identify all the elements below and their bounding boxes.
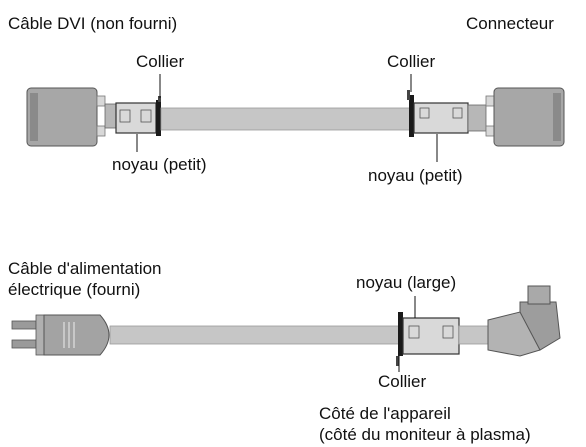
clamp-right-label: Collier — [387, 52, 436, 71]
clamp-left — [156, 96, 161, 136]
core-right-label: noyau (petit) — [368, 166, 463, 185]
core-small-right — [413, 102, 469, 134]
power-cable-label-line1: Câble d'alimentation — [8, 259, 162, 278]
clamp-power — [396, 312, 403, 366]
clamp-right — [407, 90, 414, 137]
appliance-connector — [487, 285, 561, 357]
dvi-connector-right — [467, 87, 565, 147]
power-cable — [11, 285, 561, 372]
core-small-left — [115, 102, 157, 134]
core-large — [402, 317, 460, 355]
device-side-label-line1: Côté de l'appareil — [319, 404, 451, 423]
dvi-connector-left — [26, 87, 118, 147]
dvi-cable-body — [160, 107, 414, 131]
power-cable-body — [109, 325, 401, 345]
power-plug — [11, 314, 110, 356]
dvi-cable — [26, 74, 565, 162]
clamp-power-label: Collier — [378, 372, 427, 391]
device-side-label-line2: (côté du moniteur à plasma) — [319, 425, 531, 444]
power-cable-label-line2: électrique (fourni) — [8, 280, 141, 299]
core-large-label: noyau (large) — [356, 273, 457, 292]
dvi-cable-label: Câble DVI (non fourni) — [8, 14, 178, 33]
clamp-left-label: Collier — [136, 52, 185, 71]
core-left-label: noyau (petit) — [112, 155, 207, 174]
connector-label: Connecteur — [466, 14, 554, 33]
